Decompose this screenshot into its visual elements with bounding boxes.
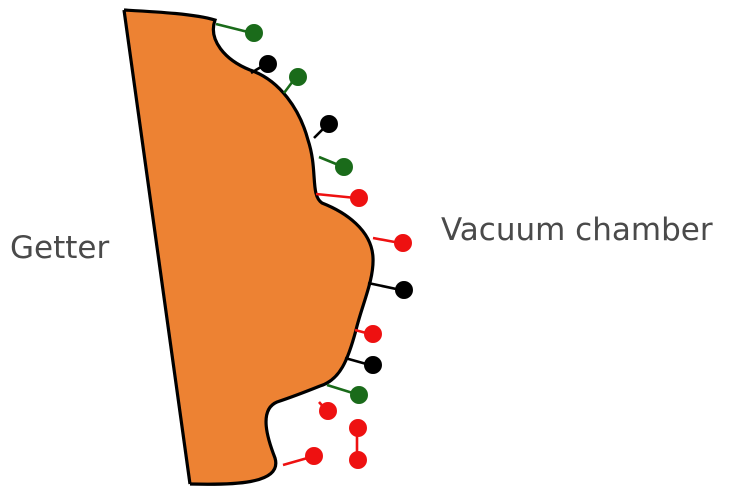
molecule-black	[345, 356, 382, 374]
molecule-red-free	[349, 419, 367, 469]
vacuum-chamber-label: Vacuum chamber	[441, 212, 713, 248]
molecule-green	[284, 68, 307, 93]
molecule-red	[355, 325, 382, 343]
molecule-red	[283, 447, 323, 465]
molecule-red-free	[319, 402, 337, 420]
molecule-red	[373, 234, 412, 252]
molecule-green	[216, 24, 263, 42]
molecule-green	[327, 385, 368, 404]
molecule-black	[368, 281, 413, 299]
molecule-green	[319, 157, 353, 176]
molecule-black	[314, 115, 338, 138]
molecule-black	[251, 55, 277, 73]
getter-label: Getter	[10, 230, 109, 266]
